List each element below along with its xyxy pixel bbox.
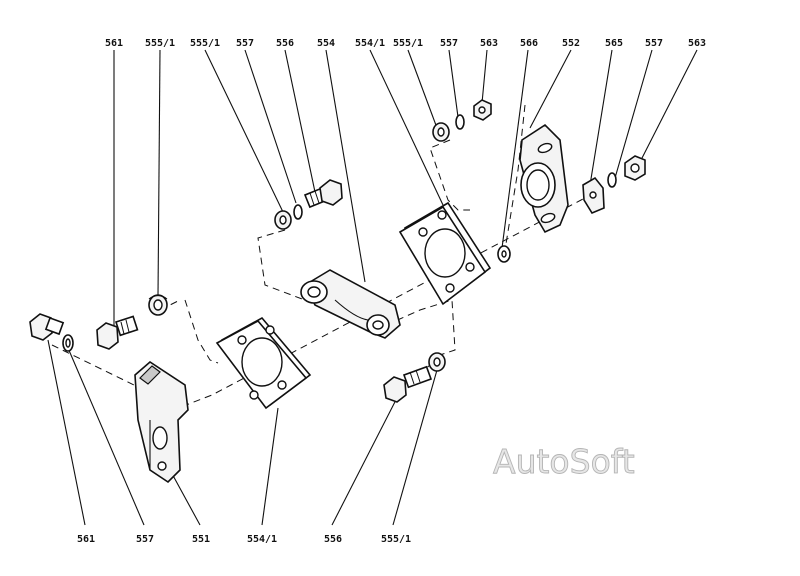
label-566: 566: [520, 38, 538, 49]
label-552: 552: [562, 38, 580, 49]
lock-washer-557-left: [62, 334, 74, 352]
label-551: 551: [192, 534, 210, 545]
lock-washer-557-right: [607, 172, 617, 188]
lock-washer-557-mid: [293, 204, 303, 220]
bushing-555-1-upper-right: [432, 122, 450, 142]
label-557: 557: [136, 534, 154, 545]
label-556: 556: [324, 534, 342, 545]
gasket-554-1-left: [215, 316, 312, 410]
assembly-center-lines: [51, 104, 601, 416]
bolt-561: [96, 315, 139, 350]
label-557: 557: [236, 38, 254, 49]
flange-housing-552: [519, 123, 569, 234]
bolt-556-lower: [383, 365, 433, 403]
connecting-link-554: [300, 269, 401, 339]
label-561: 561: [77, 534, 95, 545]
bolt-561-left: [29, 313, 65, 341]
hex-nut-563-right: [624, 155, 646, 181]
label-554: 554: [317, 38, 335, 49]
washer-566: [497, 245, 511, 263]
watermark: AutoSoft: [493, 442, 635, 481]
lock-washer-557-upper-right: [455, 114, 465, 130]
bolt-556-upper: [303, 179, 343, 209]
part-labels-top: 561 555/1 555/1 557 556 554 554/1 555/1 …: [105, 38, 706, 49]
label-556: 556: [276, 38, 294, 49]
label-563: 563: [688, 38, 706, 49]
gasket-554-1-right: [398, 201, 492, 306]
label-565: 565: [605, 38, 623, 49]
label-563: 563: [480, 38, 498, 49]
label-554-1: 554/1: [247, 534, 277, 545]
label-557: 557: [440, 38, 458, 49]
label-555-1: 555/1: [381, 534, 411, 545]
label-557: 557: [645, 38, 663, 49]
bushing-555-1-lower: [428, 352, 446, 372]
label-555-1: 555/1: [393, 38, 423, 49]
lever-bracket-551: [134, 360, 189, 484]
label-555-1: 555/1: [145, 38, 175, 49]
part-labels-bottom: 561 557 551 554/1 556 555/1: [77, 534, 411, 545]
leader-lines: [47, 49, 698, 526]
bushing-555-1-left: [148, 294, 168, 316]
hex-nut-563-upper: [473, 99, 492, 121]
bushing-555-1-mid: [274, 210, 292, 230]
tab-washer-565: [582, 176, 605, 215]
label-561: 561: [105, 38, 123, 49]
label-554-1: 554/1: [355, 38, 385, 49]
label-555-1: 555/1: [190, 38, 220, 49]
